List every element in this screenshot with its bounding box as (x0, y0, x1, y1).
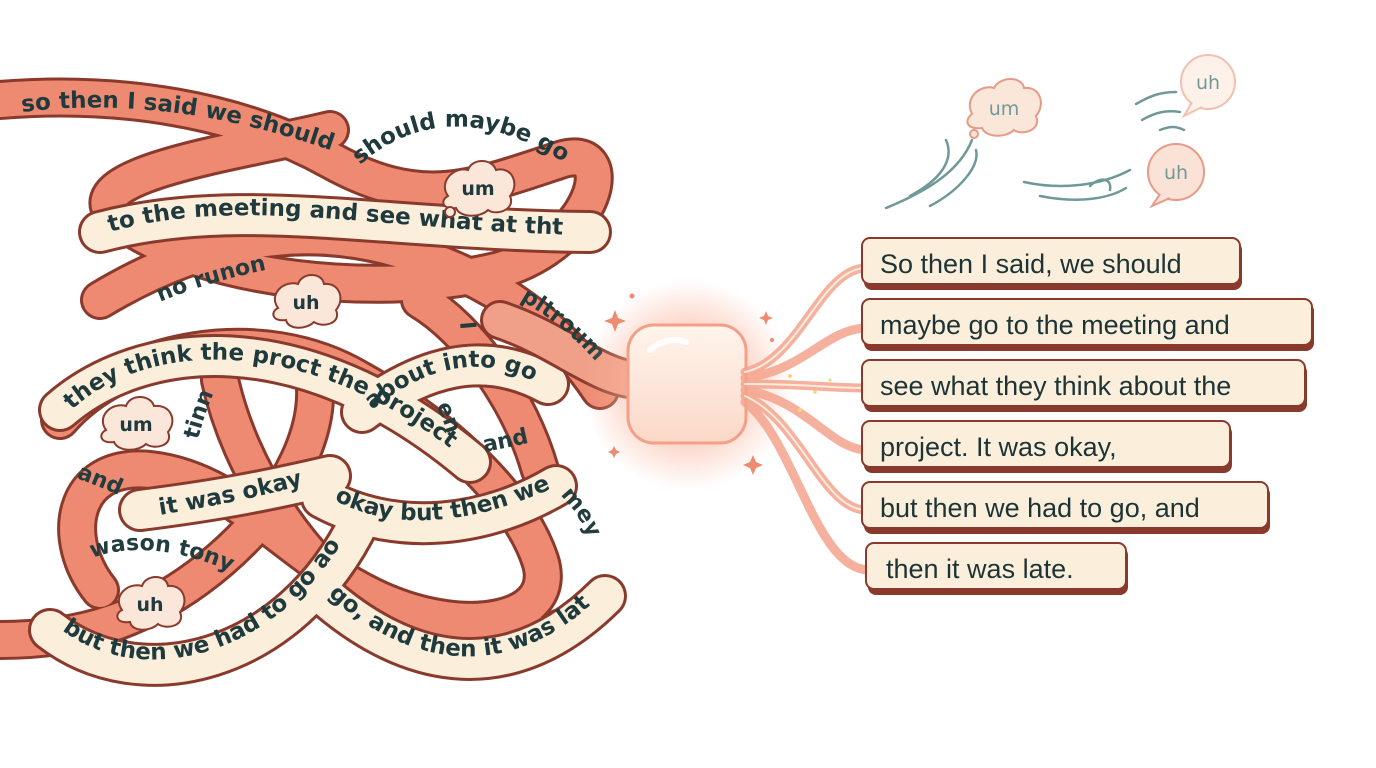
bubble-label: um (989, 98, 1020, 120)
filler-bubbles-left: um uh um uh (100, 160, 516, 631)
svg-text:project. It was okay,: project. It was okay, (880, 432, 1117, 462)
sparkle-icon (604, 293, 774, 475)
output-line-5: but then we had to go, and (861, 481, 1270, 534)
output-line-1: So then I said, we should (861, 237, 1242, 290)
speech-bubble-icon: uh (1147, 143, 1205, 209)
bubble-label: uh (1196, 72, 1220, 94)
bubble-label: um (119, 414, 152, 436)
clean-output: So then I said, we should maybe go to th… (861, 237, 1314, 595)
wind-swirl-icon (884, 90, 1186, 210)
output-line-6: then it was late. (865, 542, 1128, 595)
svg-text:see what they think about the: see what they think about the (880, 371, 1231, 401)
discarded-fillers: um uh uh (884, 54, 1236, 210)
bubble-label: uh (1164, 162, 1188, 184)
output-line-4: project. It was okay, (861, 420, 1232, 473)
ribbon-text-7: I (454, 320, 480, 330)
svg-text:So then I said, we should: So then I said, we should (880, 249, 1182, 279)
output-fan (740, 263, 873, 575)
svg-text:maybe go to the meeting and: maybe go to the meeting and (880, 310, 1230, 340)
thought-bubble-icon: uh (272, 274, 342, 329)
svg-text:but then we had to go, and: but then we had to go, and (880, 493, 1200, 523)
thought-bubble-icon: um (442, 160, 516, 218)
thought-bubble-icon: um (100, 396, 174, 451)
bubble-label: uh (136, 594, 163, 616)
thought-bubble-icon: um (966, 78, 1042, 139)
processing-core (583, 280, 793, 490)
output-line-3: see what they think about the (861, 359, 1307, 412)
bubble-label: um (461, 178, 494, 200)
output-line-2: maybe go to the meeting and (861, 298, 1314, 351)
svg-text:then it was late.: then it was late. (886, 554, 1074, 584)
bubble-label: uh (292, 292, 319, 314)
thought-bubble-icon: uh (116, 576, 186, 631)
tangled-ribbon-mass (0, 77, 660, 687)
speech-bubble-icon: uh (1180, 54, 1236, 119)
